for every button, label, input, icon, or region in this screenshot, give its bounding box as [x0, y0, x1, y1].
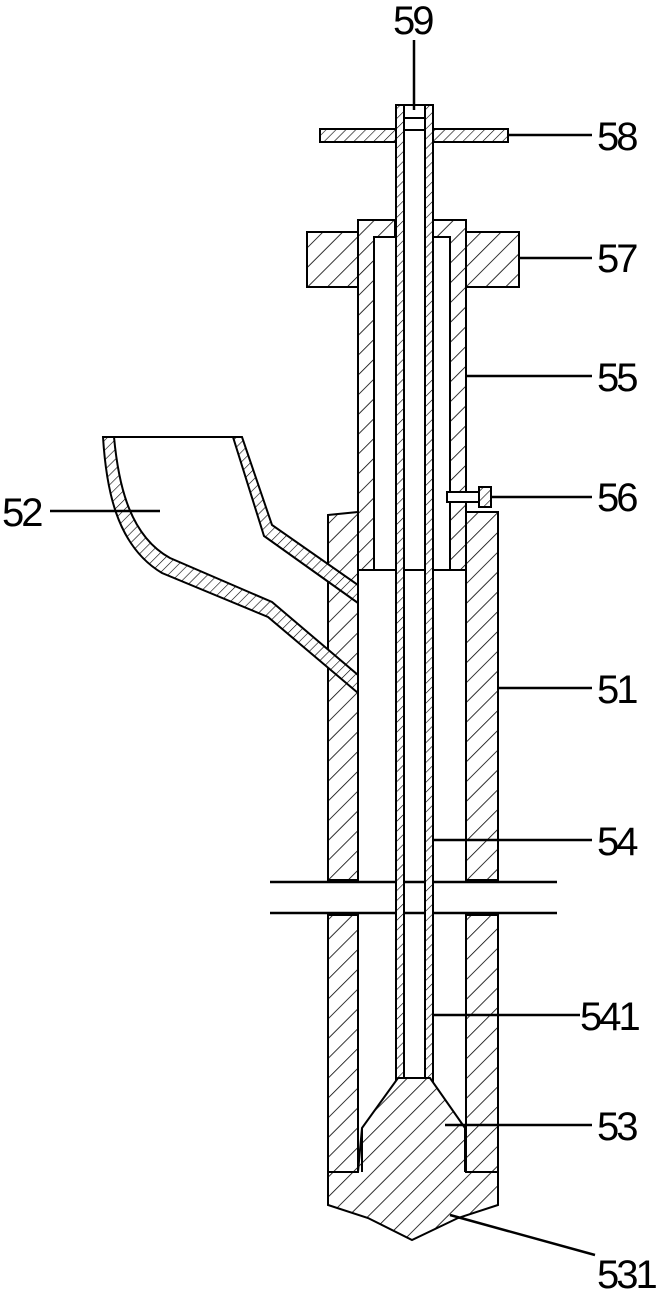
label-59: 59 — [393, 0, 433, 43]
central-rod-left-wall — [395, 104, 405, 1093]
label-56: 56 — [597, 476, 637, 520]
central-rod-right-wall — [424, 104, 434, 1093]
outer-tube-right-wall-upper — [465, 511, 499, 881]
label-55: 55 — [597, 356, 637, 400]
handle-bar-left — [319, 128, 397, 143]
set-screw-head — [478, 486, 492, 508]
outer-tube-left-wall-lower — [327, 914, 359, 1173]
label-57: 57 — [597, 237, 637, 281]
label-51: 51 — [597, 668, 637, 712]
label-54: 54 — [597, 820, 638, 864]
label-531: 531 — [597, 1253, 656, 1296]
collar-right — [465, 231, 520, 288]
inner-sleeve-right-wall — [432, 219, 467, 571]
collar-left — [306, 231, 359, 288]
inner-sleeve-left-wall — [357, 219, 396, 571]
label-52: 52 — [2, 491, 42, 535]
outer-tube-left-wall-upper — [327, 510, 359, 881]
leader-531 — [449, 1213, 596, 1257]
outer-tube-right-wall-lower — [465, 914, 499, 1173]
set-screw — [446, 491, 484, 503]
label-541: 541 — [580, 995, 639, 1039]
handle-bar-right — [431, 128, 509, 143]
label-58: 58 — [597, 115, 637, 159]
feed-hopper — [101, 436, 359, 696]
label-53: 53 — [597, 1105, 637, 1149]
